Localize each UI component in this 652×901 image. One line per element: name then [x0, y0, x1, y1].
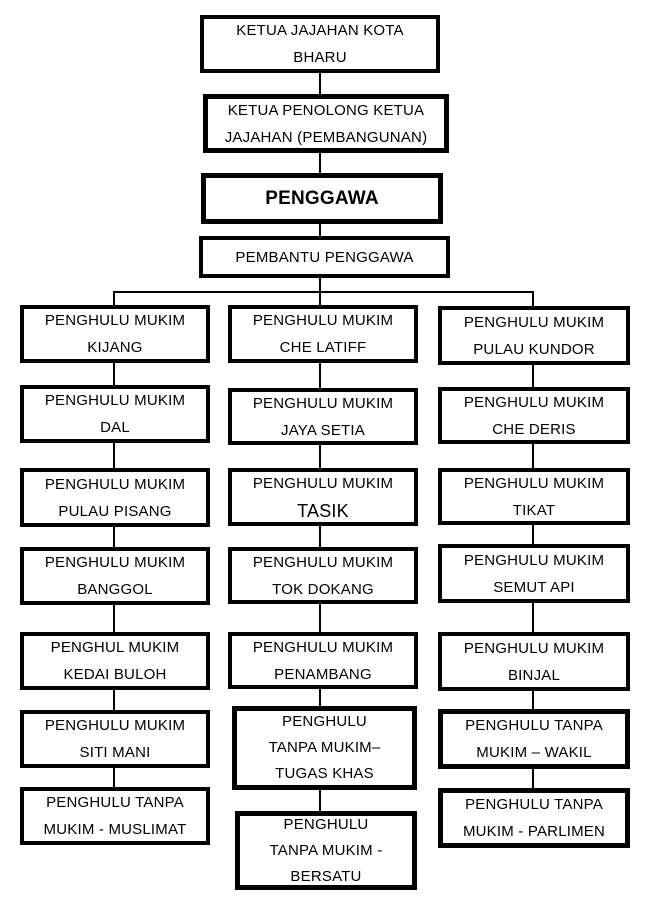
org-node-ketua-jajahan: KETUA JAJAHAN KOTA BHARU: [200, 15, 440, 73]
node-label-line: PENGHULU: [283, 815, 369, 833]
node-label-line: PENGHULU MUKIM: [44, 717, 186, 734]
org-node-mukim-tok-dokang: PENGHULU MUKIM TOK DOKANG: [228, 547, 418, 604]
org-node-ketua-penolong: KETUA PENOLONG KETUA JAJAHAN (PEMBANGUNA…: [203, 94, 449, 153]
node-label-line: BANGGOL: [77, 581, 153, 598]
org-node-mukim-semut-api: PENGHULU MUKIM SEMUT API: [438, 544, 630, 603]
org-node-mukim-siti-mani: PENGHULU MUKIM SITI MANI: [20, 710, 210, 768]
node-label-line: SITI MANI: [79, 744, 151, 761]
node-label-line: PENGHULU MUKIM: [44, 475, 186, 493]
node-label-line: PENGHULU TANPA: [46, 794, 184, 811]
node-label-line: PENGHULU MUKIM: [252, 638, 394, 656]
node-label-line: PENGHULU TANPA: [465, 796, 603, 813]
node-label-line: PENGHULU MUKIM: [252, 553, 394, 571]
node-label-line: KEDAI BULOH: [63, 666, 167, 683]
node-label-line: PENGGAWA: [265, 188, 379, 209]
node-label-line: PULAU KUNDOR: [473, 340, 595, 358]
node-label-line: PENGHULU MUKIM: [44, 312, 186, 329]
node-label-line: MUKIM - PARLIMEN: [462, 823, 606, 840]
org-node-tanpa-mukim-bersatu: PENGHULU TANPA MUKIM - BERSATU: [235, 811, 417, 890]
node-label-line: PENGHULU MUKIM: [252, 474, 394, 492]
node-label-line: PENGHULU TANPA: [465, 717, 603, 734]
node-label-line: KIJANG: [87, 339, 143, 356]
node-label-line: PEMBANTU PENGGAWA: [235, 248, 414, 266]
node-label-line: TASIK: [297, 500, 349, 521]
node-label-line: PENGHULU MUKIM: [252, 394, 394, 412]
node-label-line: PENGHULU MUKIM: [463, 393, 605, 411]
node-label-line: DAL: [100, 419, 130, 436]
org-node-mukim-dal: PENGHULU MUKIM DAL: [20, 385, 210, 443]
org-node-mukim-tikat: PENGHULU MUKIM TIKAT: [438, 468, 630, 525]
org-node-mukim-pulau-kundor: PENGHULU MUKIM PULAU KUNDOR: [438, 306, 630, 365]
node-label-line: MUKIM - MUSLIMAT: [43, 821, 187, 838]
org-node-mukim-kedai-buloh: PENGHUL MUKIM KEDAI BULOH: [20, 632, 210, 690]
node-label-line: PENGHULU: [282, 713, 367, 730]
org-node-pembantu-penggawa: PEMBANTU PENGGAWA: [199, 236, 450, 278]
org-node-penggawa: PENGGAWA: [201, 173, 443, 224]
node-label-line: TIKAT: [512, 501, 556, 519]
node-label-line: CHE DERIS: [492, 420, 576, 438]
node-label-line: PENGHULU MUKIM: [44, 392, 186, 409]
node-label-line: TOK DOKANG: [272, 580, 374, 598]
node-label-line: TANPA MUKIM -: [269, 841, 383, 859]
connector-line-left-spine: [113, 291, 115, 787]
node-label-line: PENGHULU MUKIM: [252, 312, 394, 329]
connector-line-right-spine: [532, 291, 534, 788]
node-label-line: KETUA PENOLONG KETUA: [227, 101, 425, 119]
node-label-line: TUGAS KHAS: [275, 765, 374, 782]
node-label-line: BHARU: [293, 49, 347, 66]
node-label-line: PENAMBANG: [274, 665, 372, 683]
node-label-line: PENGHULU MUKIM: [463, 313, 605, 331]
node-label-line: JAJAHAN (PEMBANGUNAN): [224, 128, 428, 146]
org-node-tanpa-mukim-tugas-khas: PENGHULU TANPA MUKIM– TUGAS KHAS: [232, 706, 417, 790]
node-label-line: KETUA JAJAHAN KOTA: [236, 22, 404, 39]
node-label-line: BINJAL: [507, 666, 561, 684]
node-label-line: MUKIM – WAKIL: [476, 744, 592, 761]
org-node-tanpa-mukim-muslimat: PENGHULU TANPA MUKIM - MUSLIMAT: [20, 787, 210, 845]
org-node-mukim-penambang: PENGHULU MUKIM PENAMBANG: [228, 632, 418, 689]
node-label-line: BERSATU: [290, 867, 362, 885]
org-node-tanpa-mukim-parlimen: PENGHULU TANPA MUKIM - PARLIMEN: [438, 788, 630, 848]
org-node-mukim-che-latiff: PENGHULU MUKIM CHE LATIFF: [228, 305, 418, 363]
org-node-mukim-jaya-setia: PENGHULU MUKIM JAYA SETIA: [228, 388, 418, 445]
node-label-line: PULAU PISANG: [58, 502, 172, 520]
org-node-mukim-tasik: PENGHULU MUKIM TASIK: [228, 468, 418, 526]
node-label-line: PENGHULU MUKIM: [463, 551, 605, 569]
node-label-line: TANPA MUKIM–: [268, 739, 381, 756]
connector-line-bus: [113, 291, 534, 293]
org-node-mukim-binjal: PENGHULU MUKIM BINJAL: [438, 632, 630, 691]
node-label-line: PENGHULU MUKIM: [44, 554, 186, 571]
org-node-mukim-kijang: PENGHULU MUKIM KIJANG: [20, 305, 210, 363]
node-label-line: JAYA SETIA: [281, 421, 365, 439]
node-label-line: PENGHULU MUKIM: [463, 639, 605, 657]
org-node-mukim-che-deris: PENGHULU MUKIM CHE DERIS: [438, 387, 630, 444]
node-label-line: PENGHULU MUKIM: [463, 474, 605, 492]
node-label-line: SEMUT API: [493, 578, 575, 596]
org-node-mukim-banggol: PENGHULU MUKIM BANGGOL: [20, 547, 210, 605]
node-label-line: CHE LATIFF: [279, 339, 367, 356]
node-label-line: PENGHUL MUKIM: [50, 639, 180, 656]
org-node-tanpa-mukim-wakil: PENGHULU TANPA MUKIM – WAKIL: [438, 709, 630, 769]
org-node-mukim-pulau-pisang: PENGHULU MUKIM PULAU PISANG: [20, 468, 210, 527]
